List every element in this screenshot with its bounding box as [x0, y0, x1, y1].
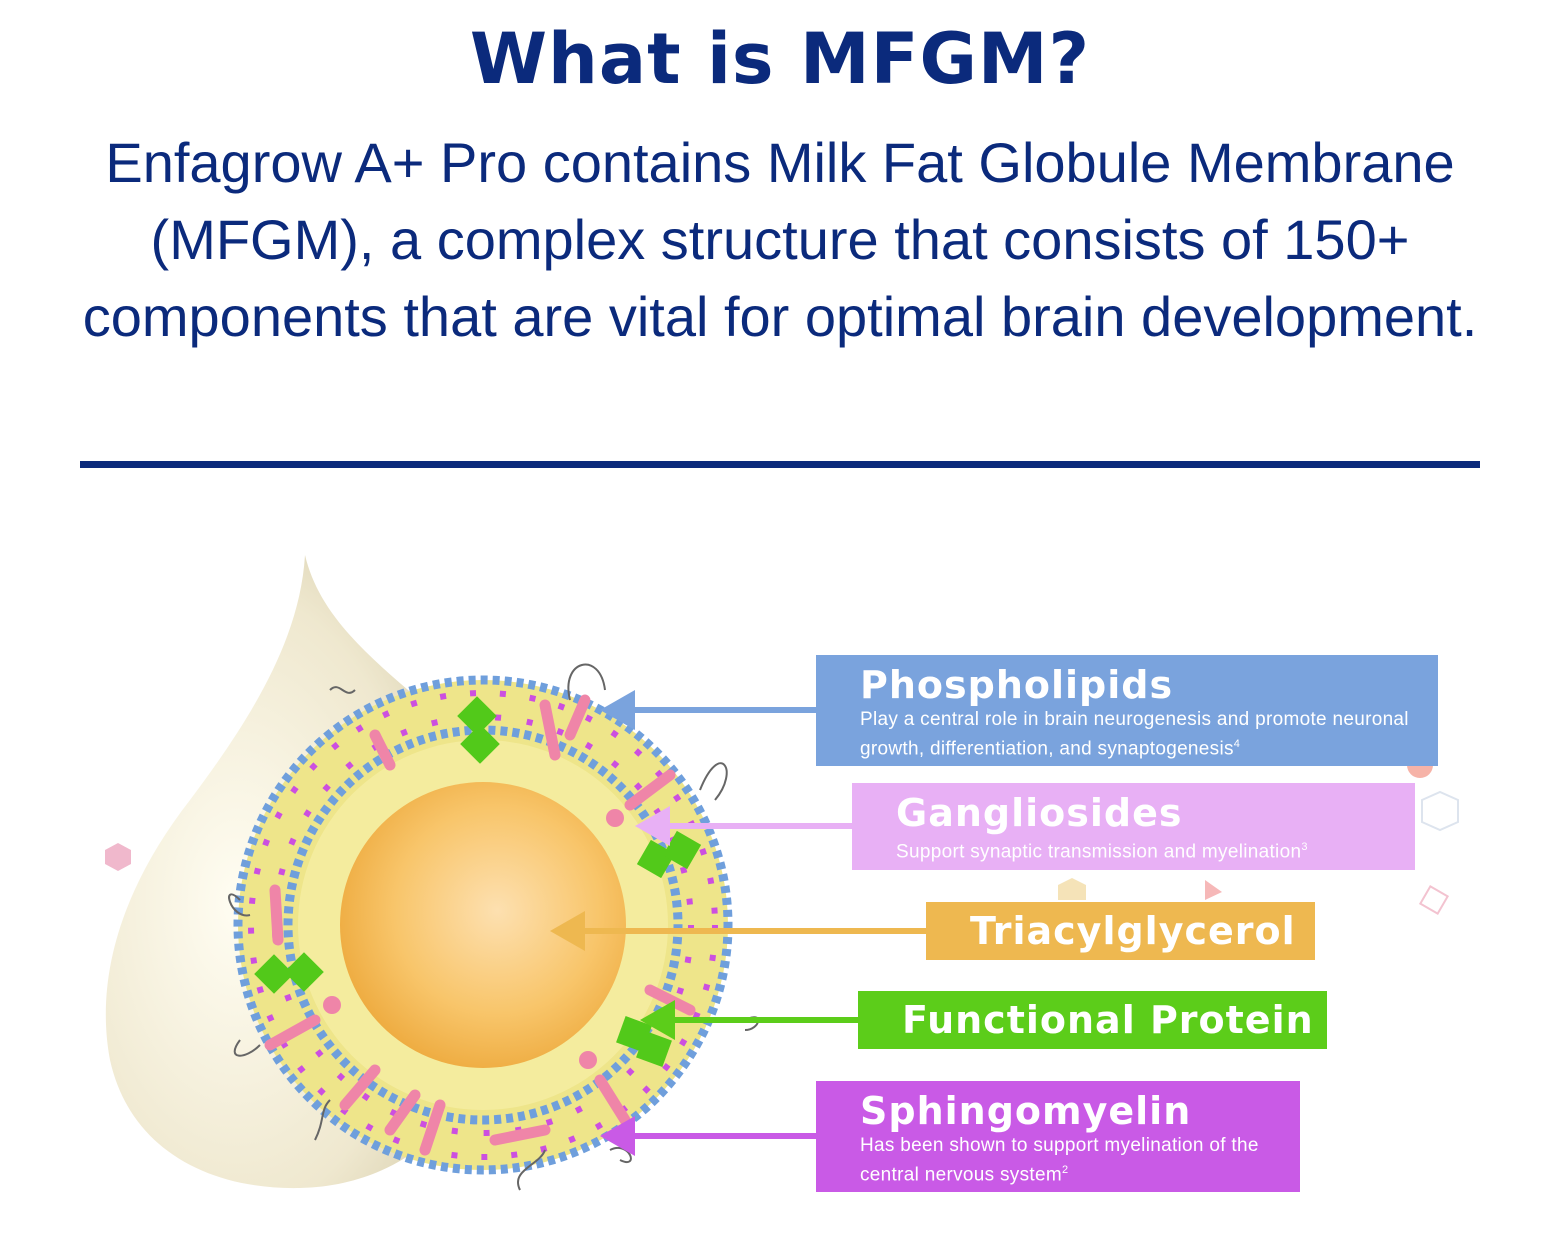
arrows [550, 690, 926, 1156]
phospholipids-card: Phospholipids Play a central role in bra… [816, 655, 1438, 766]
protein-markers [254, 696, 702, 1067]
card-title: Gangliosides [896, 791, 1183, 835]
card-title: Sphingomyelin [860, 1089, 1192, 1133]
card-title: Functional Protein [902, 998, 1314, 1042]
footnote-ref: 2 [1061, 1164, 1069, 1176]
footnote-ref: 3 [1301, 841, 1308, 853]
intro-text: Enfagrow A+ Pro contains Milk Fat Globul… [82, 131, 1478, 348]
functional-protein-card: Functional Protein [858, 991, 1327, 1049]
card-description: Support synaptic transmission and myelin… [896, 841, 1302, 863]
decor-hexagon [105, 843, 131, 871]
card-description: Play a central role in brain neurogenesi… [860, 709, 1409, 760]
card-title: Triacylglycerol [970, 909, 1296, 953]
footnote-ref: 4 [1233, 738, 1241, 750]
divider [80, 461, 1480, 468]
card-description: Has been shown to support myelination of… [860, 1135, 1259, 1186]
page-title: What is MFGM? [469, 18, 1091, 100]
triacylglycerol-card: Triacylglycerol [926, 902, 1315, 960]
membrane-globule [228, 663, 760, 1191]
decor-hexagon [1421, 790, 1459, 832]
sphingomyelin-card: Sphingomyelin Has been shown to support … [816, 1081, 1300, 1192]
gangliosides-card: Gangliosides Support synaptic transmissi… [852, 783, 1415, 870]
triacylglycerol-core [340, 782, 626, 1068]
card-title: Phospholipids [860, 663, 1174, 707]
